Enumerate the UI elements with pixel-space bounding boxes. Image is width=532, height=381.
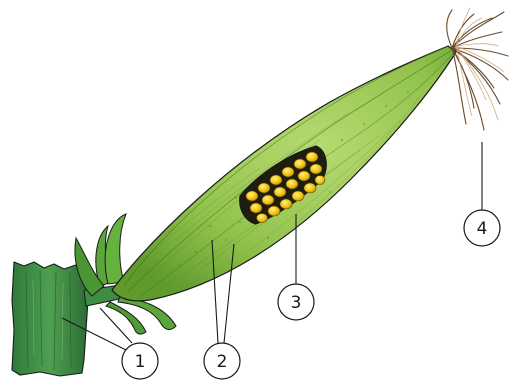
callout-4: 4 xyxy=(464,210,500,246)
callout-2-label: 2 xyxy=(217,352,228,372)
callout-4-label: 4 xyxy=(477,219,488,239)
callout-3-label: 3 xyxy=(291,293,302,313)
stalk xyxy=(12,262,88,376)
callout-1-label: 1 xyxy=(135,352,146,372)
callout-3: 3 xyxy=(278,284,314,320)
callout-1: 1 xyxy=(122,343,158,379)
silk-tassel xyxy=(447,8,508,130)
callout-2: 2 xyxy=(204,343,240,379)
